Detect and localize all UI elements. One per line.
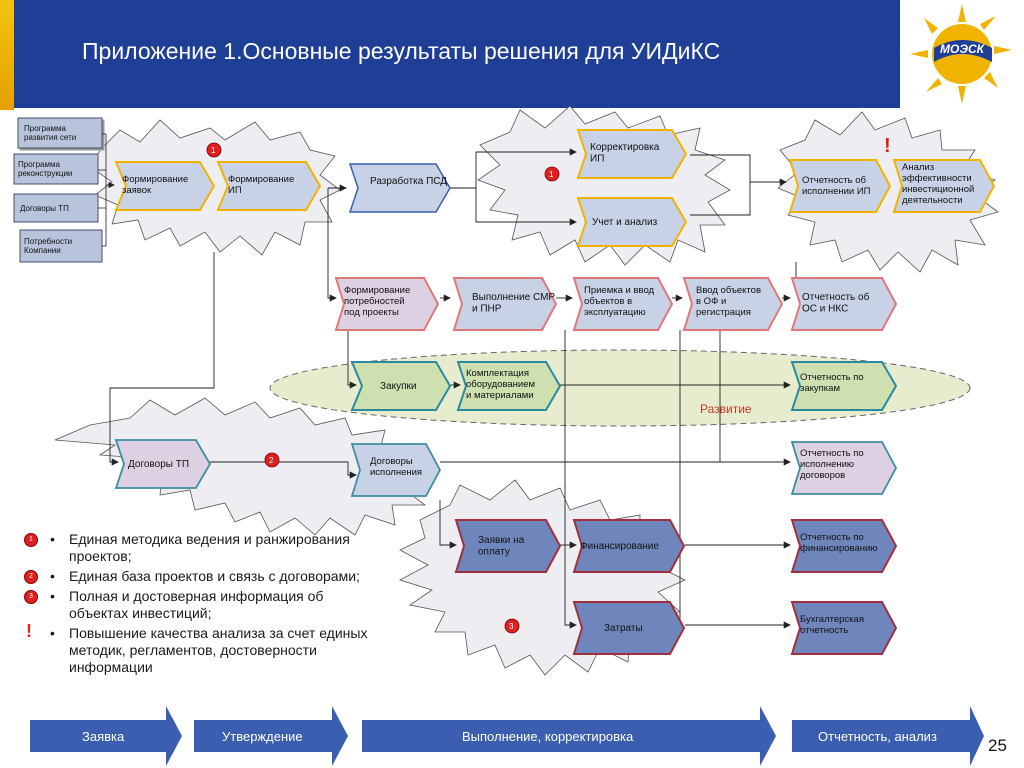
step-label: Учет и анализ — [592, 217, 658, 228]
step-label: Закупки — [380, 381, 416, 392]
stage-arrow — [362, 706, 776, 766]
marker-badge: 1 — [24, 533, 38, 547]
marker-badge: 2 — [24, 570, 38, 584]
step-zakupki: Закупки — [350, 361, 452, 411]
bullet: • — [50, 588, 55, 604]
bullet: • — [50, 568, 55, 584]
stage-arrow — [194, 706, 348, 766]
benefit-text: Повышение качества анализа за счет едины… — [69, 625, 368, 675]
accent-strip — [0, 0, 14, 110]
stage-arrow — [792, 706, 984, 766]
marker-badge: 3 — [24, 590, 38, 604]
step-label: Финансирование — [580, 541, 659, 552]
stage-arrow — [30, 706, 182, 766]
svg-text:3: 3 — [509, 622, 514, 631]
svg-text:2: 2 — [269, 456, 274, 465]
stage-bar: Заявка Утверждение Выполнение, корректир… — [30, 706, 984, 766]
svg-text:1: 1 — [549, 170, 554, 179]
slide-title: Приложение 1.Основные результаты решения… — [82, 38, 721, 64]
page-number: 25 — [988, 736, 1007, 755]
burst-shape — [777, 111, 999, 273]
header-band — [14, 0, 1024, 108]
company-logo: МОЭСК — [900, 0, 1024, 110]
benefit-item: ! • Повышение качества анализа за счет е… — [24, 621, 384, 676]
stage-label: Отчетность, анализ — [818, 729, 937, 744]
stage-label: Заявка — [82, 729, 125, 744]
svg-text:1: 1 — [211, 146, 216, 155]
stage-label: Утверждение — [222, 729, 303, 744]
bullet: • — [50, 531, 55, 547]
benefit-item: 2 • Единая база проектов и связь с догов… — [24, 568, 384, 585]
benefit-text: Единая методика ведения и ранжирования п… — [69, 531, 350, 564]
logo-text: МОЭСК — [940, 42, 984, 56]
step-label: Разработка ПСД — [370, 175, 447, 187]
step-label: Договоры ТП — [128, 459, 189, 470]
step-finansirovanie: Финансирование — [572, 519, 686, 573]
benefit-text: Полная и достоверная информация об объек… — [69, 588, 324, 621]
benefits-list: 1 • Единая методика ведения и ранжирован… — [24, 531, 384, 679]
step-uchet: Учет и анализ — [576, 197, 688, 247]
development-label: Развитие — [700, 402, 752, 416]
step-dogovory-tp: Договоры ТП — [114, 439, 212, 489]
stage-label: Выполнение, корректировка — [462, 729, 634, 744]
step-zatraty: Затраты — [572, 601, 686, 655]
slide-header: Приложение 1.Основные результаты решения… — [0, 0, 1024, 110]
input-source: Договоры ТП — [20, 204, 69, 213]
svg-text:!: ! — [884, 135, 891, 157]
burst-shape — [91, 119, 341, 256]
step-label: Затраты — [604, 623, 643, 634]
benefit-item: 1 • Единая методика ведения и ранжирован… — [24, 531, 384, 565]
benefit-text: Единая база проектов и связь с договорам… — [69, 568, 360, 584]
marker-badges: 1 1 ! 2 3 — [206, 135, 891, 634]
step-psd: Разработка ПСД — [348, 163, 451, 213]
benefit-item: 3 • Полная и достоверная информация об о… — [24, 588, 384, 622]
exclamation-marker: ! — [26, 621, 32, 641]
bullet: • — [50, 625, 55, 641]
